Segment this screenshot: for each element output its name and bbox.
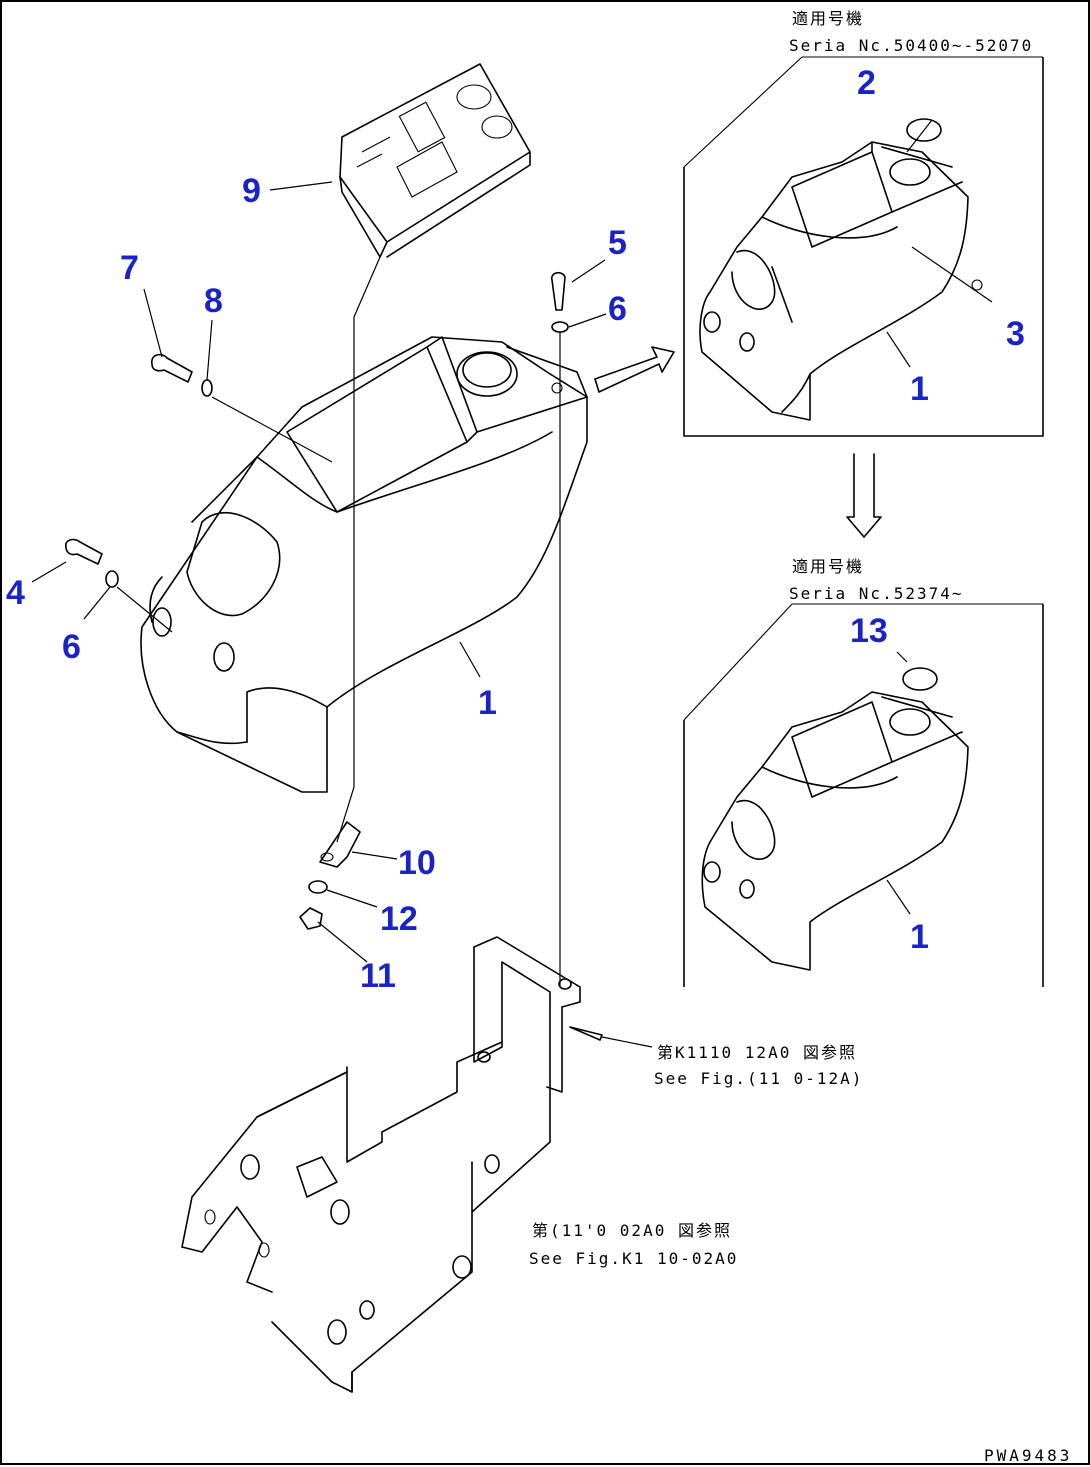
console-cover-inset-late [701,651,969,971]
label-part-8: 8 [204,282,223,320]
inset-box-late-serial [683,603,1044,987]
label-part-1-inset-top: 1 [910,370,929,408]
leader-lines-inset-early [886,119,993,368]
console-cover-main [140,336,588,793]
bracket-10 [319,821,361,868]
bolt-5 [551,271,569,333]
note-reference-fig-en-2: See Fig.K1 10-02A0 [529,1249,738,1268]
drawing-code: PWA9483 [984,1446,1072,1465]
assembly-lines [336,256,561,987]
note-applicable-serial-title-mid: 適用号機 [792,557,864,576]
label-part-1-main: 1 [478,684,497,722]
reference-arrow-icon [569,1026,653,1048]
note-serial-range-top: Seria Nc.50400~-52070 [789,36,1033,55]
washer-12 [308,880,328,894]
label-part-3: 3 [1006,315,1025,353]
label-part-4: 4 [6,574,25,612]
label-part-10: 10 [398,844,436,882]
note-applicable-serial-title-top: 適用号機 [792,9,864,28]
bolt-7 [151,353,213,397]
label-part-6-lower: 6 [62,628,81,666]
leader-lines-main [31,181,607,963]
label-part-13: 13 [850,612,888,650]
note-reference-fig-jp-2: 第(11'0 02A0 図参照 [532,1221,732,1240]
label-part-5: 5 [608,224,627,262]
label-part-11: 11 [360,957,396,995]
note-reference-fig-jp-1: 第K1110 12A0 図参照 [657,1043,857,1062]
down-arrow-icon [846,453,882,538]
label-part-1-inset-bottom: 1 [910,918,929,956]
inset-box-early-serial [683,56,1044,437]
label-part-7: 7 [120,249,139,287]
console-cover-inset-early [699,118,969,421]
label-part-2: 2 [857,64,876,102]
label-part-9: 9 [242,172,261,210]
label-part-12: 12 [380,900,418,938]
nut-11 [299,907,323,930]
note-reference-fig-en-1: See Fig.(11 0-12A) [654,1069,863,1088]
right-arrow-icon [594,346,675,393]
monitor-panel [339,63,531,258]
bolt-4 [64,538,119,588]
note-serial-range-mid: Seria Nc.52374~ [789,584,964,603]
label-part-6-upper: 6 [608,290,627,328]
mounting-frame [181,936,581,1393]
